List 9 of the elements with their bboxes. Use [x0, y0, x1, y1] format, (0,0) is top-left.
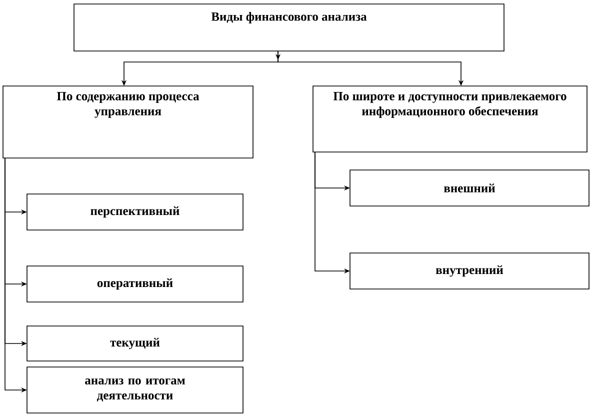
type-box: внешний: [350, 170, 590, 206]
category-box: Виды финансового анализа: [74, 4, 504, 52]
category-box: По широте и доступности привлекаемого информационного обеспечения: [312, 86, 588, 152]
type-box: внутренний: [350, 252, 590, 290]
type-box: оперативный: [26, 266, 244, 302]
type-box: анализ по итогам деятельности: [26, 366, 244, 414]
type-box: перспективный: [26, 194, 244, 230]
category-box: По содержанию процесса управления: [2, 86, 254, 158]
type-box: текущий: [26, 326, 244, 362]
